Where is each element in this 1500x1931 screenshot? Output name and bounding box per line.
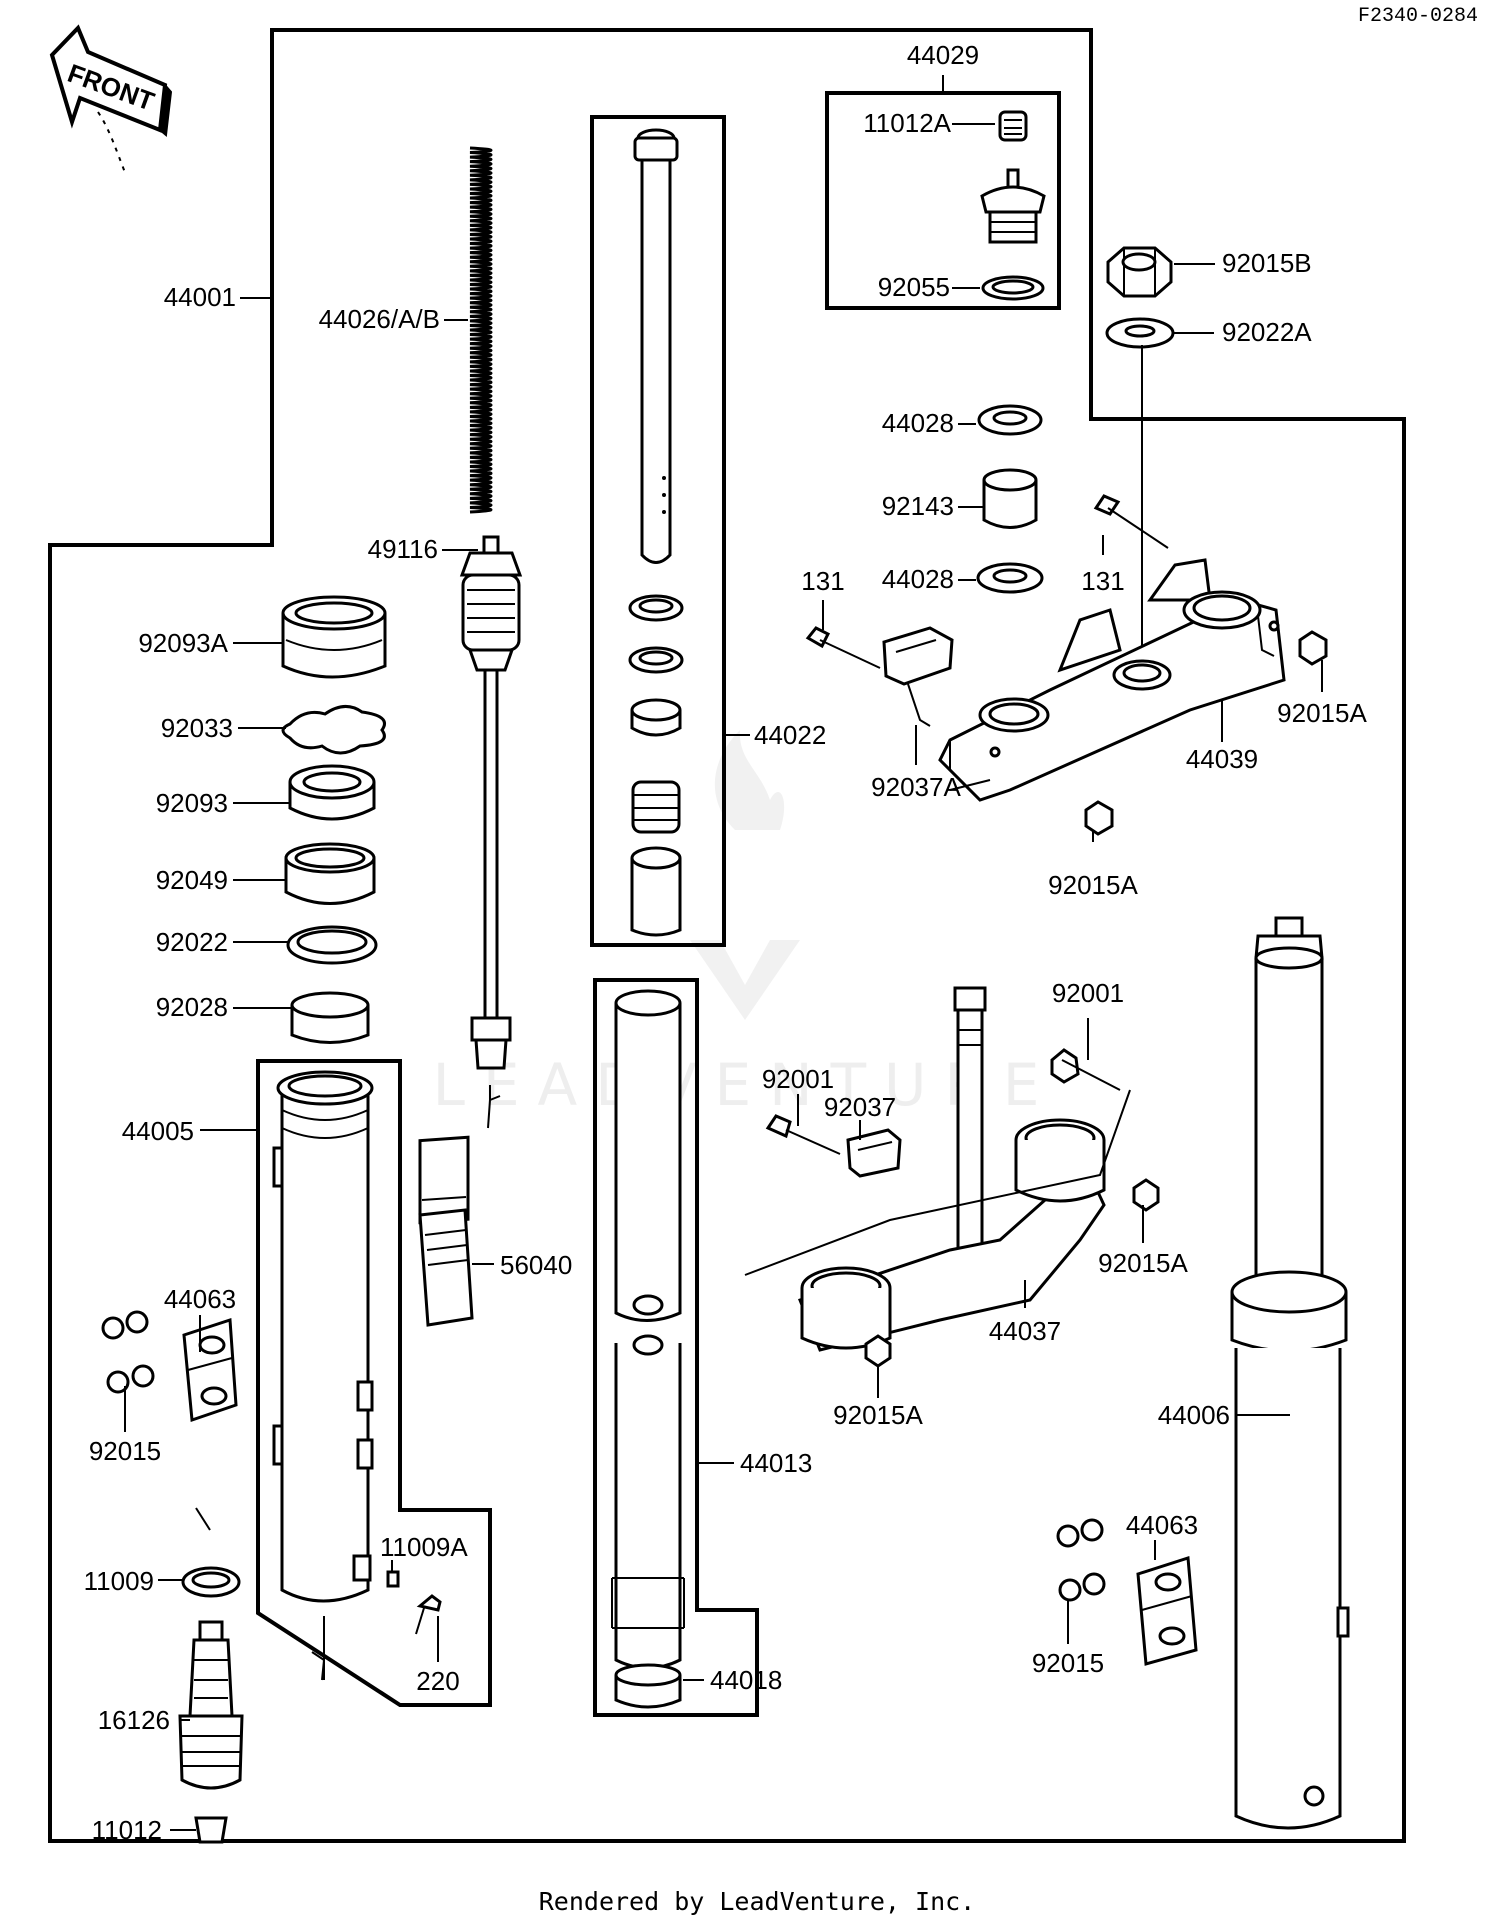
upper-triple-clamp: [938, 558, 1286, 802]
label-92015b: 92015B: [1222, 248, 1312, 278]
label-49116: 49116: [368, 534, 438, 564]
label-92015a-lower-right: 92015A: [1098, 1248, 1188, 1278]
label-56040: 56040: [500, 1250, 572, 1280]
label-44018: 44018: [710, 1665, 782, 1695]
reference-number: F2340-0284: [1358, 5, 1478, 28]
label-92015a-upper-clamp: 92015A: [1048, 870, 1138, 900]
fork-spring: [469, 146, 493, 514]
label-92015-left: 92015: [89, 1436, 161, 1466]
lower-triple-clamp-stem: [744, 986, 1160, 1368]
label-92093: 92093: [156, 788, 228, 818]
label-92001-left: 92001: [762, 1064, 834, 1094]
assembly-frame: [48, 28, 1406, 1843]
stem-hardware: [976, 246, 1175, 660]
label-220: 220: [416, 1666, 459, 1696]
label-44006: 44006: [1158, 1400, 1230, 1430]
label-131-left: 131: [801, 566, 844, 596]
label-92015-right: 92015: [1032, 1648, 1104, 1678]
left-slider-box: [256, 1059, 492, 1707]
label-92143: 92143: [882, 491, 954, 521]
label-92001-right: 92001: [1052, 978, 1124, 1008]
label-44063-right: 44063: [1126, 1510, 1198, 1540]
fork-tube-box: [593, 978, 759, 1717]
label-44028-lower: 44028: [882, 564, 954, 594]
front-arrow-badge: FRONT: [49, 24, 173, 176]
footer-credit: Rendered by LeadVenture, Inc.: [539, 1887, 976, 1916]
label-44013: 44013: [740, 1448, 812, 1478]
leader-lines: [124, 75, 1323, 1831]
label-92033: 92033: [161, 713, 233, 743]
inner-tube-parts: [628, 128, 684, 937]
inner-parts-box: [590, 115, 726, 947]
label-92015a-lower-clamp: 92015A: [833, 1400, 923, 1430]
seal-stack: [281, 595, 387, 1044]
label-92093a: 92093A: [138, 628, 228, 658]
label-92022: 92022: [156, 927, 228, 957]
label-44005: 44005: [122, 1116, 194, 1146]
label-16126: 16126: [98, 1705, 170, 1735]
label-11012a: 11012A: [863, 108, 951, 138]
decal: [418, 1208, 474, 1327]
part-labels: 44029 11012A 92055 92015B 92022A 44001 4…: [84, 40, 1368, 1845]
label-44029: 44029: [907, 40, 979, 70]
label-92037a: 92037A: [871, 772, 961, 802]
label-92028: 92028: [156, 992, 228, 1022]
label-44001: 44001: [164, 282, 236, 312]
upper-clamp-bolts: [805, 494, 1328, 836]
label-44026-a-b: 44026/A/B: [319, 304, 440, 334]
label-44063-left: 44063: [164, 1284, 236, 1314]
label-92037: 92037: [824, 1092, 896, 1122]
watermark-text: LEADVENTURE: [433, 1051, 1058, 1119]
watermark: LEADVENTURE: [433, 730, 1058, 1119]
left-brake-bracket: [101, 1310, 238, 1423]
label-11009a: 11009A: [380, 1532, 468, 1562]
label-11009: 11009: [84, 1566, 154, 1596]
label-92015a-upper-right: 92015A: [1277, 698, 1367, 728]
right-outer-slider: [1230, 916, 1350, 1830]
bottom-valve-parts: [178, 1507, 244, 1844]
label-44037: 44037: [989, 1316, 1061, 1346]
label-11012: 11012: [92, 1815, 162, 1845]
label-92055: 92055: [878, 272, 950, 302]
top-cap-parts: [980, 110, 1046, 301]
label-92049: 92049: [156, 865, 228, 895]
right-brake-bracket: [1056, 1518, 1198, 1666]
label-131-right: 131: [1081, 566, 1124, 596]
label-44022: 44022: [754, 720, 826, 750]
inner-fork-tube: [611, 989, 685, 1709]
label-44028-upper: 44028: [882, 408, 954, 438]
slider-small-parts: [386, 1135, 470, 1635]
label-92022a: 92022A: [1222, 317, 1312, 347]
damper-rod: [459, 535, 523, 1129]
left-outer-slider: [272, 1070, 374, 1681]
label-44039: 44039: [1186, 744, 1258, 774]
